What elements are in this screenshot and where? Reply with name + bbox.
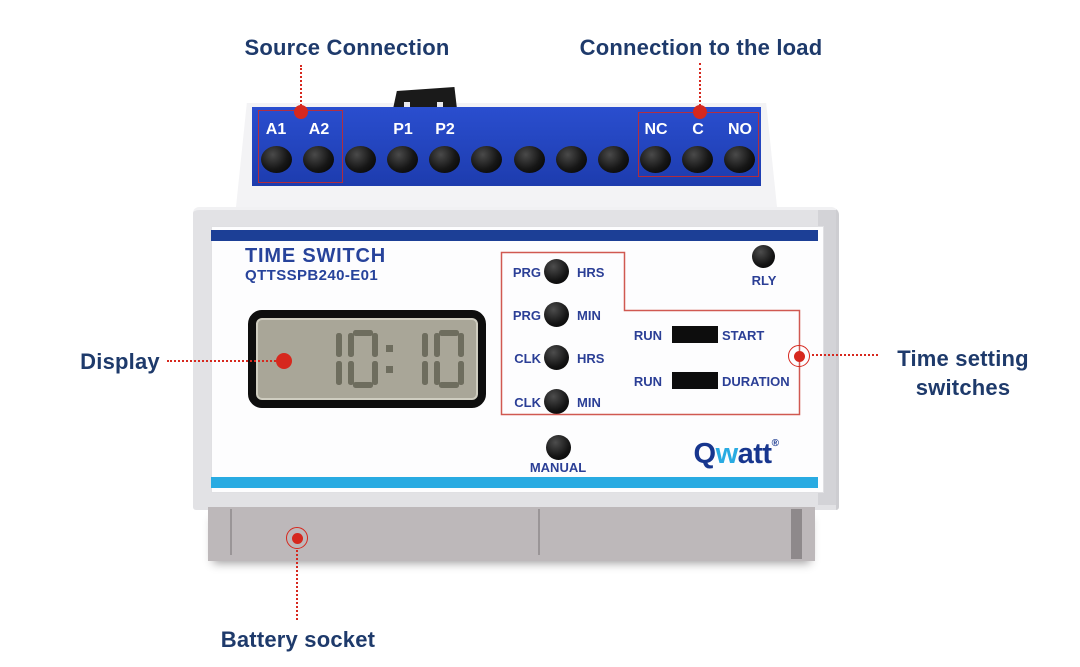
terminal-screw [724, 146, 756, 173]
marker-battery-socket [286, 527, 308, 549]
leader-load-connection [699, 63, 701, 106]
din-rail-base [208, 507, 815, 561]
leader-time-setting [812, 354, 878, 356]
device-model: QTTSSPB240-E01 [245, 267, 379, 284]
terminal-screw [387, 146, 419, 173]
lcd-time-digits [336, 330, 464, 388]
terminal-screw [597, 146, 629, 173]
top-connector [393, 87, 457, 109]
clk-min-left-label: CLK [514, 395, 541, 410]
terminal-label-a2: A2 [308, 121, 330, 138]
terminal-strip: A1 A2 P1 P2 NC C NO [252, 107, 761, 186]
prg-min-left-label: PRG [512, 308, 541, 323]
clk-hrs-button[interactable] [544, 345, 569, 370]
callout-battery-socket: Battery socket [220, 627, 376, 652]
terminal-screw [302, 146, 334, 173]
panel-bottom-stripe [211, 477, 818, 488]
run-start-right-label: START [722, 328, 765, 343]
manual-label: MANUAL [529, 460, 587, 475]
manual-button[interactable] [546, 435, 571, 460]
prg-hrs-left-label: PRG [512, 265, 541, 280]
callout-load-connection: Connection to the load [579, 35, 823, 60]
terminal-screw [471, 146, 503, 173]
brand-att: att [737, 438, 772, 470]
terminal-screw [344, 146, 376, 173]
rly-indicator [752, 245, 775, 268]
terminal-screw [260, 146, 292, 173]
callout-time-setting: Time setting switches [897, 346, 1029, 400]
clk-min-button[interactable] [544, 389, 569, 414]
terminal-label-no: NO [728, 121, 752, 138]
rly-label: RLY [751, 273, 777, 288]
brand-q: Q [693, 438, 717, 470]
load-terminals-highlight-box [638, 112, 759, 177]
leader-source-connection [300, 65, 302, 106]
marker-display [276, 353, 292, 369]
run-duration-right-label: DURATION [722, 374, 790, 389]
clk-hrs-left-label: CLK [514, 351, 541, 366]
terminal-label-p1: P1 [393, 121, 413, 138]
marker-source-connection [294, 105, 308, 119]
brand-w: w [715, 438, 739, 470]
prg-hrs-button[interactable] [544, 259, 569, 284]
leader-battery-socket [296, 550, 298, 620]
callout-source-connection: Source Connection [244, 35, 450, 60]
run-duration-left-label: RUN [633, 374, 662, 389]
terminal-screw [640, 146, 672, 173]
terminal-label-p2: P2 [435, 121, 455, 138]
terminal-screw [555, 146, 587, 173]
prg-min-right-label: MIN [577, 308, 601, 323]
terminal-label-a1: A1 [265, 121, 287, 138]
clk-hrs-right-label: HRS [577, 351, 605, 366]
run-start-switch[interactable] [672, 326, 718, 343]
run-duration-switch[interactable] [672, 372, 718, 389]
marker-load-connection [693, 105, 707, 119]
lcd-display [248, 310, 486, 408]
terminal-label-c: C [692, 121, 704, 138]
brand-logo: Qwatt® [694, 438, 779, 471]
terminal-screw [429, 146, 461, 173]
marker-time-setting [788, 345, 810, 367]
terminal-screw [513, 146, 545, 173]
source-terminals-highlight-box [258, 110, 343, 183]
device-title: TIME SWITCH [245, 245, 387, 267]
callout-display: Display [80, 349, 160, 374]
run-start-left-label: RUN [633, 328, 662, 343]
terminal-label-nc: NC [644, 121, 668, 138]
brand-registered-mark: ® [771, 438, 779, 449]
prg-min-button[interactable] [544, 302, 569, 327]
prg-hrs-right-label: HRS [577, 265, 605, 280]
leader-display [167, 360, 276, 362]
clk-min-right-label: MIN [577, 395, 601, 410]
panel-top-stripe [211, 230, 818, 241]
terminal-screw [682, 146, 714, 173]
